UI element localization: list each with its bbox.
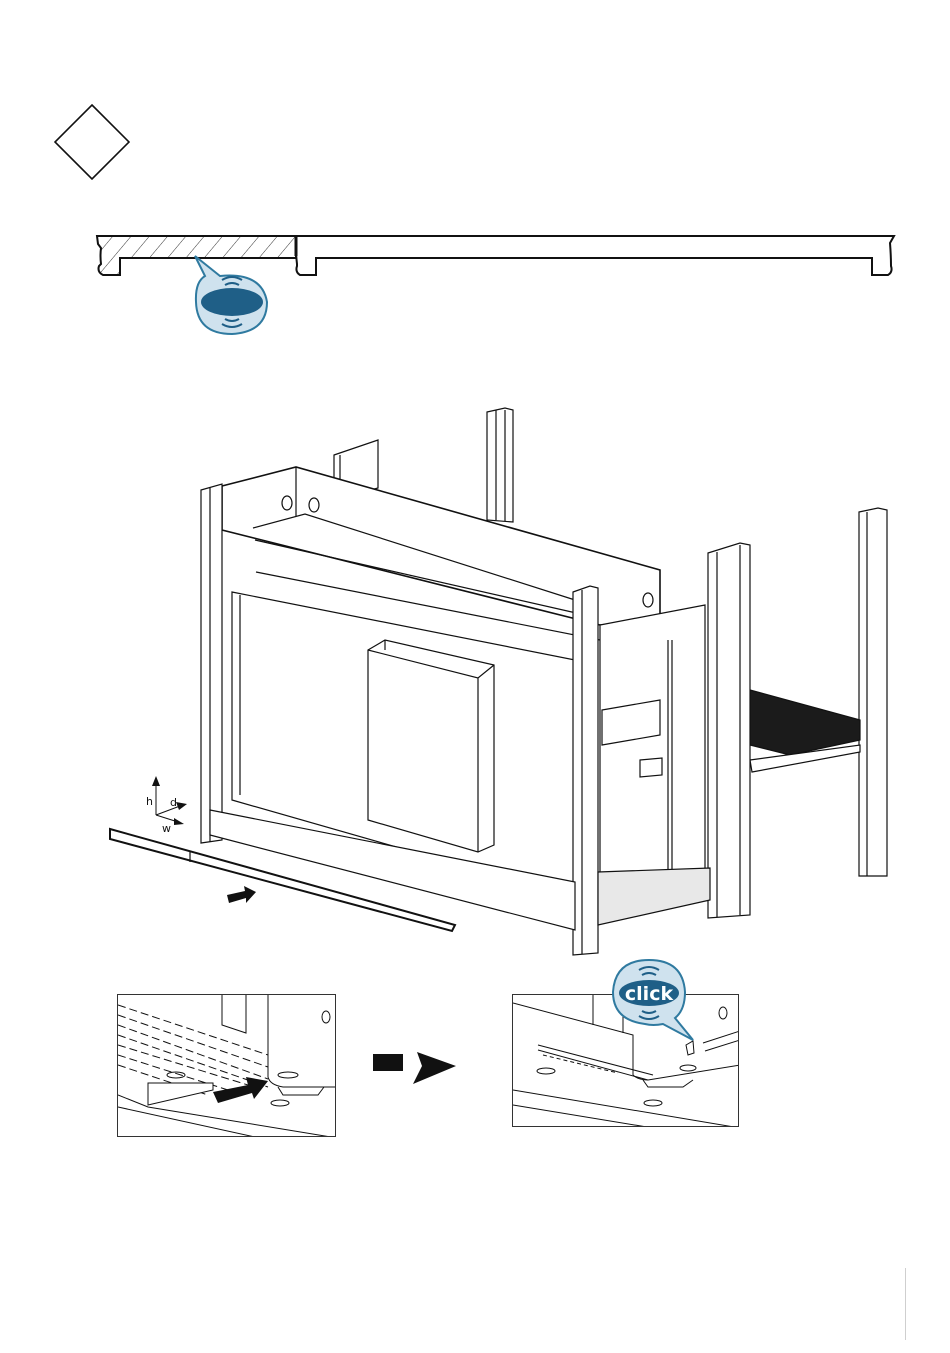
- profile-drawing: [95, 235, 896, 336]
- side-module: [599, 604, 706, 896]
- transition-arrow: [370, 1044, 460, 1089]
- click-label: click: [625, 983, 674, 1005]
- axis-label-w: w: [162, 822, 171, 835]
- arrow-right-icon: [373, 1052, 456, 1084]
- perforated-floor: [118, 1004, 269, 1096]
- profile-section: [0, 0, 950, 350]
- detail-panel-after: [512, 994, 739, 1127]
- bottom-plinth: [209, 809, 711, 931]
- detail-drawing-before: [118, 995, 335, 1136]
- sound-bubble-icon: click: [611, 958, 694, 1041]
- plain-profile: [294, 235, 896, 276]
- push-arrow-icon: [213, 1077, 268, 1103]
- rack-drawing: h d w: [109, 407, 888, 956]
- rack-assembly: h d w: [109, 407, 888, 956]
- rear-post-center: [486, 407, 514, 523]
- front-post-right: [707, 542, 751, 919]
- click-callout: click: [605, 958, 705, 1048]
- detail-drawing-after: [513, 995, 738, 1126]
- diamond-icon: [54, 104, 130, 180]
- hatched-profile: [95, 235, 297, 276]
- axis-label-d: d: [170, 796, 177, 809]
- sound-bubble-icon: [194, 255, 269, 336]
- step-marker: [54, 104, 130, 180]
- enclosure-body: [231, 571, 601, 899]
- detail-panel-before: [117, 994, 336, 1137]
- axis-label-h: h: [146, 795, 153, 808]
- front-post-left: [200, 483, 223, 844]
- rear-post-right: [858, 507, 888, 877]
- front-post-center: [572, 585, 599, 956]
- perforated-shelf: [749, 689, 861, 773]
- arrow-right-icon: [227, 886, 256, 903]
- axis-indicator: h d w: [146, 776, 187, 835]
- margin-line: [905, 1268, 906, 1340]
- trim-strip: [109, 827, 457, 933]
